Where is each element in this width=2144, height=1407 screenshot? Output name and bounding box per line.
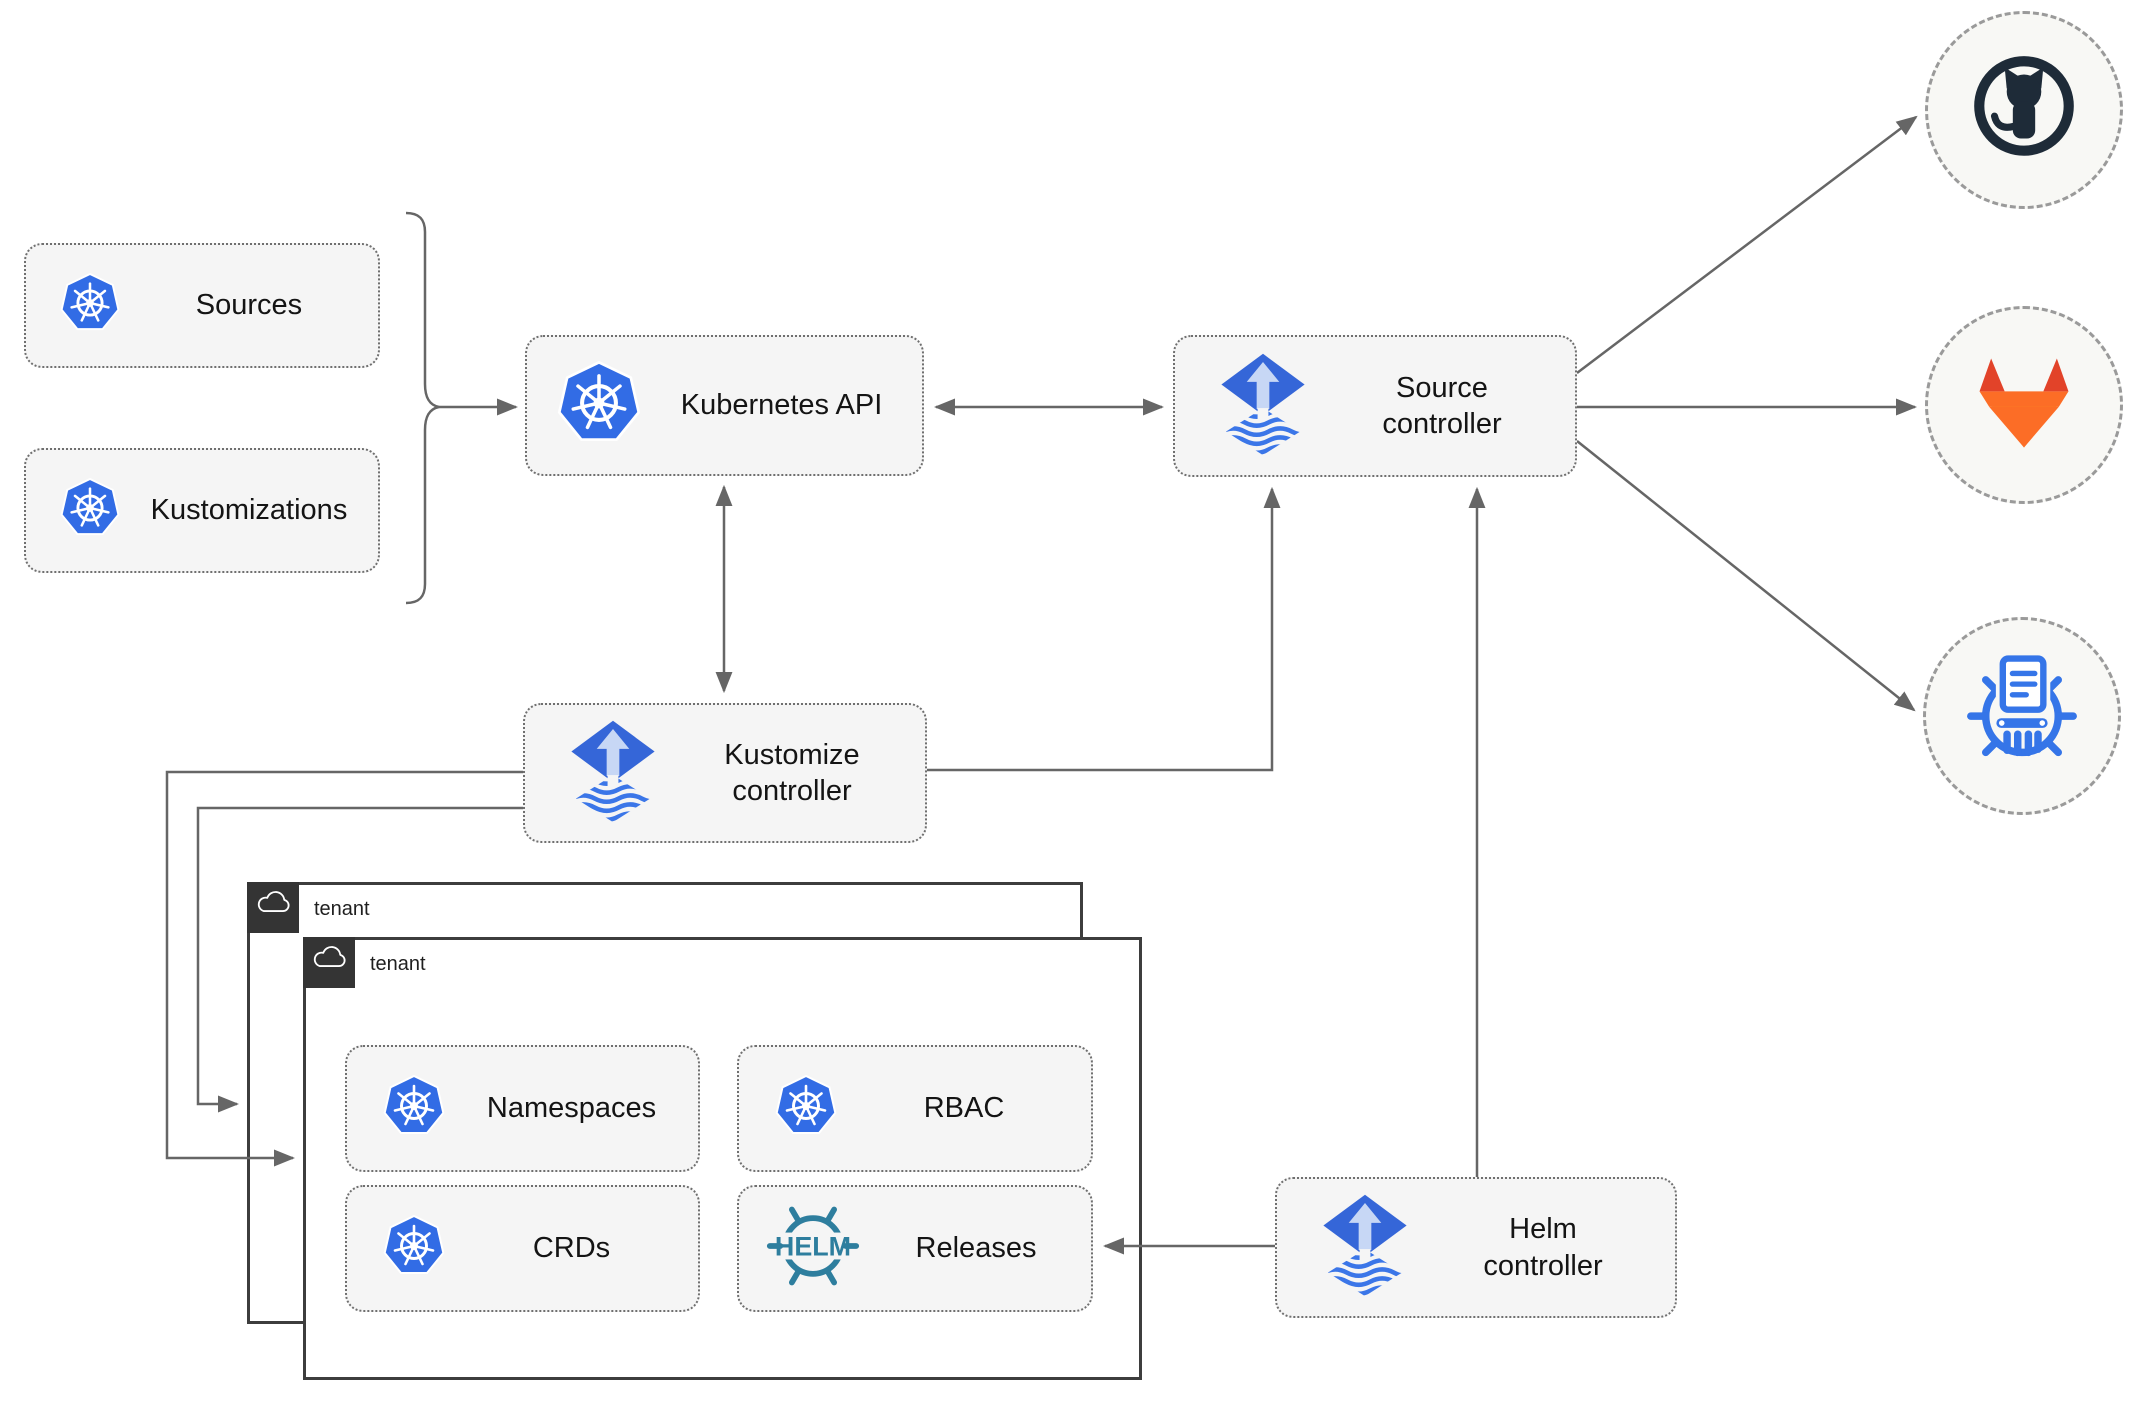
kubernetes-icon	[557, 360, 641, 450]
kubernetes-icon	[775, 1074, 837, 1142]
node-label: Kustomizations	[150, 494, 348, 527]
node-label: Releases	[915, 1232, 1037, 1265]
edge-kustomize-controller-front-tenant	[165, 770, 523, 1167]
node-label: Source controller	[1382, 371, 1502, 440]
github-icon	[1963, 47, 2085, 174]
gitlab-repository	[1925, 306, 2123, 504]
node-helm-controller: Helm controller	[1275, 1177, 1677, 1318]
github-repository	[1925, 11, 2123, 209]
node-sources: Sources	[24, 243, 380, 368]
flux-icon	[1217, 352, 1309, 461]
helm-repository	[1923, 617, 2121, 815]
edge-bracket-sources-kustomizations	[405, 211, 440, 605]
node-label: Helm controller	[1483, 1213, 1603, 1282]
tenant-group-label: tenant	[370, 953, 426, 975]
node-label: Kubernetes API	[680, 389, 883, 422]
kubernetes-icon	[383, 1074, 445, 1142]
edge-source-controller-helm-repository	[1576, 440, 1916, 712]
node-kustomizations: Kustomizations	[24, 448, 380, 573]
kubernetes-icon	[60, 272, 120, 338]
node-kubernetes-api: Kubernetes API	[525, 335, 924, 476]
node-label: Namespaces	[486, 1092, 657, 1125]
node-namespaces: Namespaces	[345, 1045, 700, 1172]
kubernetes-icon	[60, 477, 120, 543]
helm-repository-icon	[1958, 650, 2086, 783]
tenant-group-label: tenant	[314, 898, 370, 920]
node-releases: HELM Releases	[737, 1185, 1093, 1312]
edge-kustomize-controller-back-tenant	[196, 806, 523, 1113]
cloud-icon	[254, 886, 292, 929]
node-source-controller: Source controller	[1173, 335, 1577, 477]
helm-wordmark: HELM	[775, 1232, 851, 1262]
tenant-tab	[247, 882, 299, 933]
edge-kustomize-controller-source-controller	[927, 486, 1281, 772]
node-kustomize-controller: Kustomize controller	[523, 703, 927, 843]
edge-source-controller-github	[1576, 115, 1918, 374]
helm-icon: HELM	[765, 1198, 861, 1299]
flux-icon	[567, 719, 659, 828]
node-rbac: RBAC	[737, 1045, 1093, 1172]
cloud-icon	[310, 941, 348, 984]
flux-icon	[1319, 1193, 1411, 1302]
node-crds: CRDs	[345, 1185, 700, 1312]
kubernetes-icon	[383, 1214, 445, 1282]
gitlab-icon	[1966, 345, 2082, 466]
node-label: Sources	[195, 289, 303, 322]
node-label: Kustomize controller	[724, 738, 860, 807]
tenant-tab	[303, 937, 355, 988]
node-label: RBAC	[923, 1092, 1005, 1125]
node-label: CRDs	[532, 1232, 611, 1265]
